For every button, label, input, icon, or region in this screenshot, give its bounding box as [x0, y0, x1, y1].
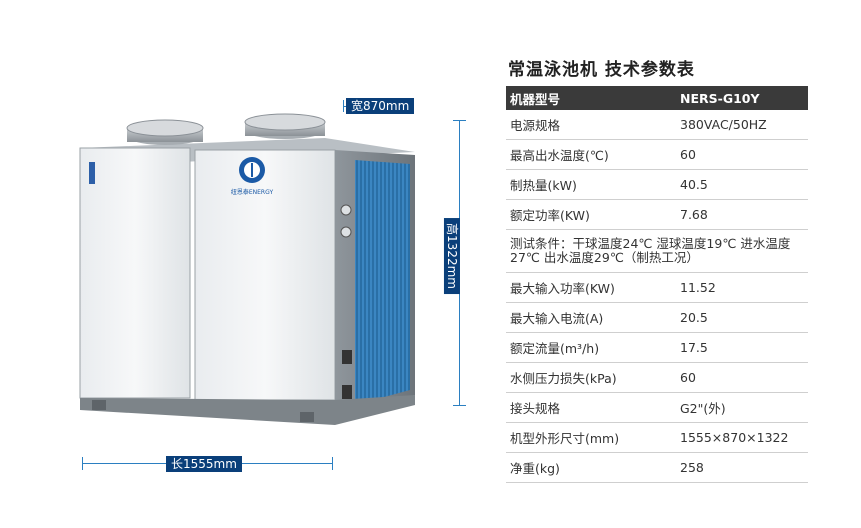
spec-label: 最大输入功率(KW)	[510, 281, 615, 296]
model-label: 机器型号	[510, 91, 561, 107]
height-label: 高1322mm	[443, 218, 460, 294]
spec-label: 水侧压力损失(kPa)	[510, 371, 617, 386]
spec-label: 电源规格	[510, 118, 561, 133]
spec-row: 最高出水温度(℃) 60	[506, 140, 808, 170]
spec-title: 常温泳池机 技术参数表	[508, 60, 695, 80]
spec-value: 11.52	[680, 280, 716, 295]
spec-row: 最大输入电流(A) 20.5	[506, 303, 808, 333]
heat-pump-unit-illustration: 纽恩泰ENERGY	[70, 100, 440, 440]
spec-value: 60	[680, 370, 696, 385]
spec-row: 净重(kg) 258	[506, 453, 808, 483]
spec-row: 机型外形尺寸(mm) 1555×870×1322	[506, 423, 808, 453]
spec-row: 制热量(kW) 40.5	[506, 170, 808, 200]
spec-row: 最大输入功率(KW) 11.52	[506, 273, 808, 303]
length-tick-left	[82, 457, 83, 470]
spec-label: 制热量(kW)	[510, 178, 577, 193]
test-condition-row: 测试条件：干球温度24℃ 湿球温度19℃ 进水温度27℃ 出水温度29℃（制热工…	[506, 230, 808, 273]
spec-value: 20.5	[680, 310, 708, 325]
spec-row: 额定流量(m³/h) 17.5	[506, 333, 808, 363]
spec-value: G2"(外)	[680, 401, 726, 416]
height-tick-bottom	[453, 405, 466, 406]
spec-label: 接头规格	[510, 401, 561, 416]
spec-value: 258	[680, 460, 704, 475]
spec-row: 电源规格 380VAC/50HZ	[506, 110, 808, 140]
spec-label: 额定流量(m³/h)	[510, 341, 600, 356]
spec-label: 额定功率(KW)	[510, 208, 590, 223]
length-label: 长1555mm	[166, 456, 242, 472]
spec-value: 60	[680, 147, 696, 162]
model-value: NERS-G10Y	[680, 90, 760, 106]
spec-label: 净重(kg)	[510, 461, 560, 476]
spec-header-row: 机器型号 NERS-G10Y	[506, 86, 808, 110]
spec-row: 额定功率(KW) 7.68	[506, 200, 808, 230]
length-tick-right	[332, 457, 333, 470]
spec-value: 17.5	[680, 340, 708, 355]
width-label: 宽870mm	[346, 98, 415, 114]
spec-row: 接头规格 G2"(外)	[506, 393, 808, 423]
spec-value: 380VAC/50HZ	[680, 117, 767, 132]
spec-value: 40.5	[680, 177, 708, 192]
brand-text: 纽恩泰ENERGY	[231, 188, 274, 196]
spec-value: 1555×870×1322	[680, 430, 789, 445]
heat-pump-unit-drawing: 纽恩泰ENERGY	[79, 113, 415, 425]
spec-label: 机型外形尺寸(mm)	[510, 431, 620, 446]
spec-label: 最大输入电流(A)	[510, 311, 604, 326]
spec-row: 水侧压力损失(kPa) 60	[506, 363, 808, 393]
spec-rows: 电源规格 380VAC/50HZ 最高出水温度(℃) 60 制热量(kW) 40.5 额定功…	[506, 110, 808, 483]
spec-table: 常温泳池机 技术参数表 机器型号 NERS-G10Y 电源规格 380VAC/50…	[506, 55, 808, 483]
height-tick-top	[453, 120, 466, 121]
spec-label: 最高出水温度(℃)	[510, 148, 609, 163]
width-tick-left	[343, 100, 344, 112]
spec-value: 7.68	[680, 207, 708, 222]
test-condition-text: 测试条件：干球温度24℃ 湿球温度19℃ 进水温度27℃ 出水温度29℃（制热工…	[510, 236, 791, 265]
